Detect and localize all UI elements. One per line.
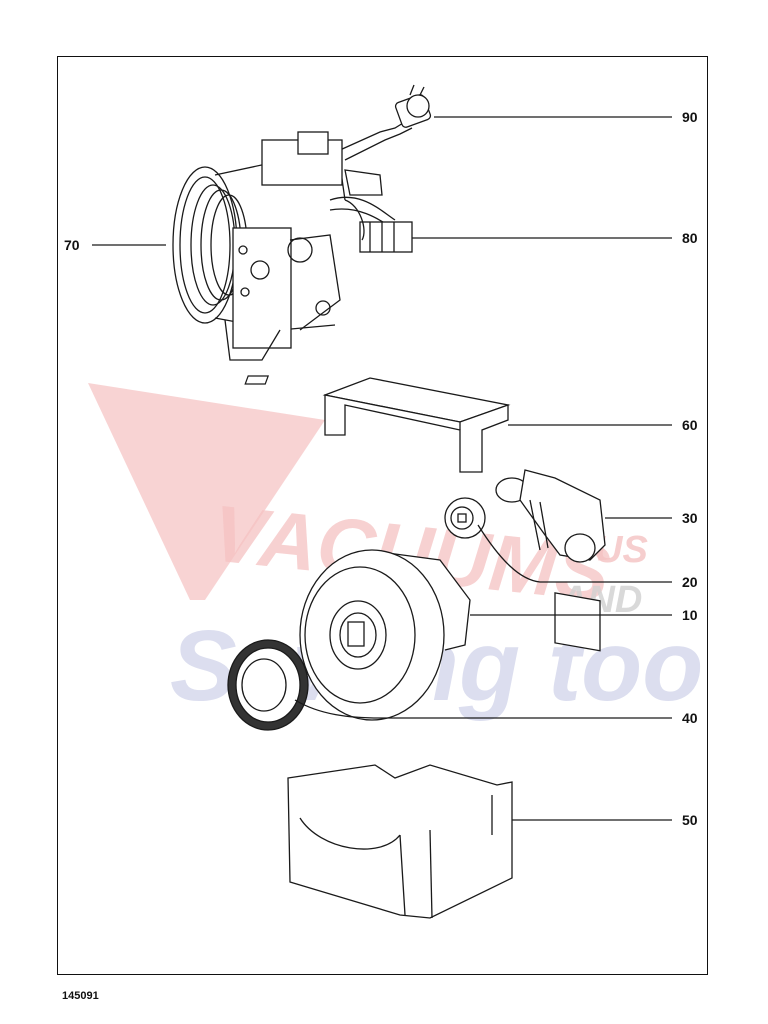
callout-40: 40	[682, 710, 698, 726]
callout-60: 60	[682, 417, 698, 433]
part-50-base-holder	[287, 764, 672, 919]
part-80-wiring-connector	[329, 196, 672, 253]
callout-90: 90	[682, 109, 698, 125]
part-30-holder	[495, 469, 672, 652]
drawing-number: 145091	[62, 990, 99, 1002]
callout-80: 80	[682, 230, 698, 246]
callout-labels: 90 80 70 60 30 20 10 40 50	[64, 109, 698, 828]
callout-30: 30	[682, 510, 698, 526]
callout-20: 20	[682, 574, 698, 590]
callout-10: 10	[682, 607, 698, 623]
part-60-bracket	[244, 375, 672, 473]
part-20-coupling	[444, 497, 672, 583]
watermark-v-shape	[88, 383, 325, 600]
part-10-motor	[299, 549, 672, 721]
part-90-power-plug	[339, 84, 672, 161]
diagram-frame	[57, 56, 708, 975]
callout-50: 50	[682, 812, 698, 828]
part-70-cable-reel	[92, 131, 383, 361]
part-40-gasket	[227, 639, 672, 731]
callout-70: 70	[64, 237, 80, 253]
